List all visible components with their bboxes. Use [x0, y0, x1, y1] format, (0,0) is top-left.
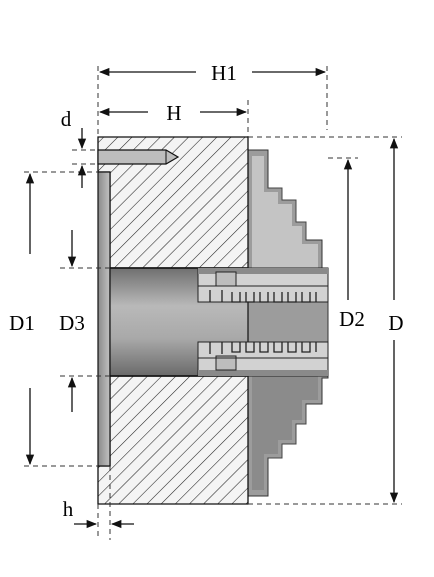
label-D1: D1	[9, 311, 35, 335]
label-H1: H1	[211, 61, 237, 85]
chuck-body	[247, 149, 329, 497]
extension-lines	[24, 66, 402, 540]
label-D2: D2	[339, 307, 365, 331]
bolt-hole	[97, 149, 180, 165]
label-D: D	[388, 311, 403, 335]
label-H: H	[166, 101, 181, 125]
dimension-arrows	[25, 67, 399, 529]
flange-section-lower	[97, 375, 249, 505]
label-d: d	[61, 107, 72, 131]
label-D3: D3	[59, 311, 85, 335]
jaw-lower	[197, 341, 329, 377]
jaw-upper	[197, 267, 329, 303]
mounting-plate	[97, 171, 111, 467]
label-h: h	[63, 497, 74, 521]
